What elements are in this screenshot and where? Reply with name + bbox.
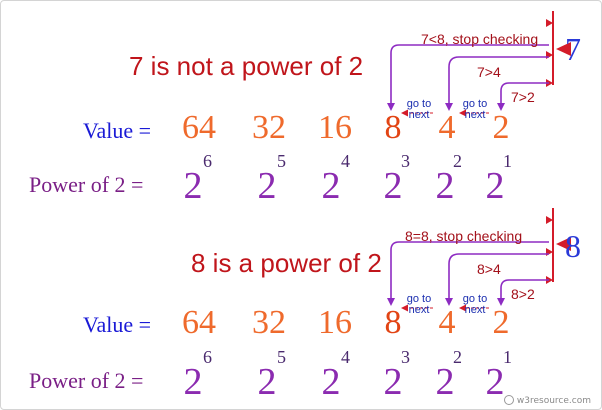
check-label-4: 8>4 xyxy=(477,261,501,277)
result-statement: 8 is a power of 2 xyxy=(191,248,382,278)
value-2: 2 xyxy=(492,304,510,341)
value-8: 8 xyxy=(384,109,402,146)
value-64: 64 xyxy=(182,304,216,341)
check-arrow-8 xyxy=(387,241,549,306)
exponent-4: 4 xyxy=(341,347,350,367)
check-arrows-7 xyxy=(387,11,571,117)
pointer-triangle xyxy=(556,42,571,56)
power-base-4: 2 xyxy=(321,361,341,403)
value-2: 2 xyxy=(492,109,510,146)
power-base-4: 2 xyxy=(321,165,341,207)
power-base-3: 2 xyxy=(383,165,403,207)
check-arrow-2 xyxy=(497,82,549,111)
exponent-1: 1 xyxy=(503,151,512,171)
value-4: 4 xyxy=(438,109,456,146)
panel-number-7: 7 is not a power of 2 7<8, stop checking… xyxy=(1,1,601,207)
check-arrows-8 xyxy=(387,208,571,312)
exponent-3: 3 xyxy=(401,347,410,367)
power-base-2: 2 xyxy=(435,361,455,403)
value-4: 4 xyxy=(438,304,456,341)
power-base-1: 2 xyxy=(485,165,505,207)
check-label-stop: 7<8, stop checking xyxy=(421,31,539,47)
exponent-6: 6 xyxy=(203,151,212,171)
watermark-text: w3resource.com xyxy=(516,396,591,406)
check-arrow-4 xyxy=(445,253,549,306)
exponent-3: 3 xyxy=(401,151,410,171)
power-base-6: 2 xyxy=(183,165,203,207)
value-16: 16 xyxy=(318,304,352,341)
value-32: 32 xyxy=(252,109,286,146)
check-arrow-2 xyxy=(497,279,549,306)
value-64: 64 xyxy=(182,109,216,146)
check-arrow-8 xyxy=(387,44,549,111)
check-arrow-4 xyxy=(445,56,549,111)
exponent-1: 1 xyxy=(503,347,512,367)
checked-number: 7 xyxy=(565,31,581,67)
power-base-5: 2 xyxy=(257,165,277,207)
power-base-2: 2 xyxy=(435,165,455,207)
exponent-4: 4 xyxy=(341,151,350,171)
power-base-6: 2 xyxy=(183,361,203,403)
exponent-5: 5 xyxy=(277,347,286,367)
watermark: w3resource.com xyxy=(503,395,591,406)
check-label-stop: 8=8, stop checking xyxy=(405,228,523,244)
check-label-4: 7>4 xyxy=(477,64,501,80)
value-row-label: Value = xyxy=(83,118,151,143)
exponent-2: 2 xyxy=(453,347,462,367)
value-row-label: Value = xyxy=(83,312,151,337)
exponent-6: 6 xyxy=(203,347,212,367)
value-16: 16 xyxy=(318,109,352,146)
power-base-1: 2 xyxy=(485,361,505,403)
power-base-3: 2 xyxy=(383,361,403,403)
result-statement: 7 is not a power of 2 xyxy=(129,51,364,81)
exponent-5: 5 xyxy=(277,151,286,171)
value-8: 8 xyxy=(384,304,402,341)
checked-number: 8 xyxy=(565,228,581,264)
power-base-5: 2 xyxy=(257,361,277,403)
pointer-triangle xyxy=(556,237,571,251)
power-row-label: Power of 2 = xyxy=(29,172,144,197)
site-logo-icon xyxy=(503,395,514,405)
power-row-label: Power of 2 = xyxy=(29,368,144,393)
panel-number-8: 8 is a power of 2 8=8, stop checking 8>4… xyxy=(1,204,601,404)
exponent-2: 2 xyxy=(453,151,462,171)
check-label-2: 7>2 xyxy=(511,89,535,105)
value-32: 32 xyxy=(252,304,286,341)
check-label-2: 8>2 xyxy=(511,286,535,302)
